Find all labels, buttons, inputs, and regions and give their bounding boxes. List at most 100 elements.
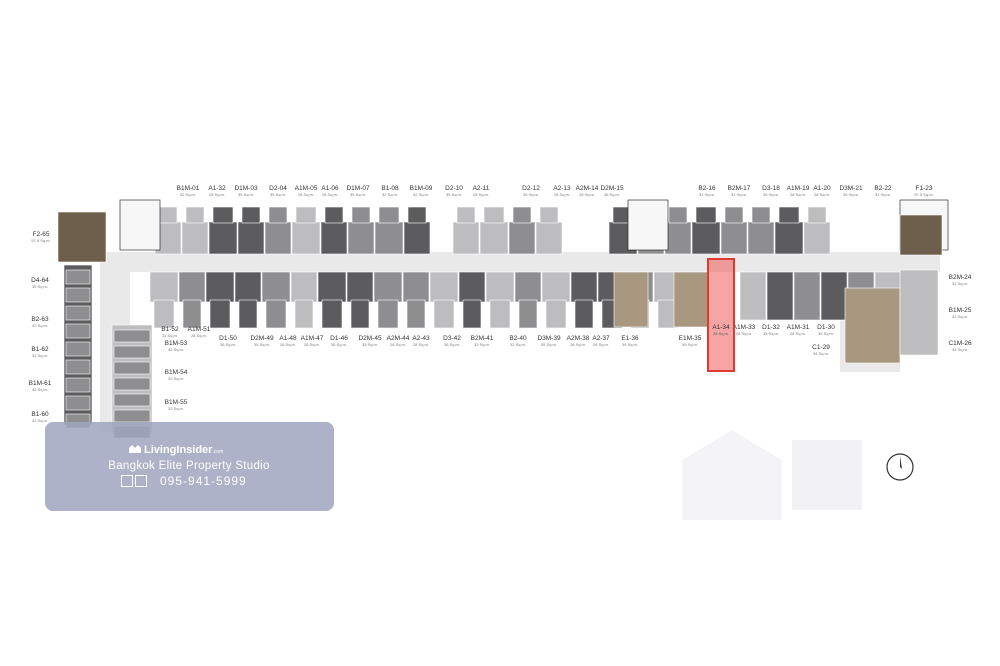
top-unit-block [403, 221, 431, 255]
unit-size: 35 Sq.m. [361, 342, 378, 347]
unit-code: D1-32 [762, 324, 780, 331]
unit-size: 28 Sq.m. [389, 342, 407, 347]
left-wing-unit [65, 269, 91, 285]
tan-unit-e1m-35 [673, 271, 709, 328]
unit-code: B1M-09 [409, 185, 433, 192]
unit-code: B1M-61 [28, 380, 52, 387]
top-unit-bay [751, 206, 771, 224]
bottom-unit-bay [238, 299, 258, 329]
unit-code: D2M-45 [358, 335, 382, 342]
bottom-unit-bay [321, 299, 343, 329]
left-wing-unit [113, 329, 151, 343]
unit-code: B1-52 [161, 326, 179, 333]
top-unit-bay [295, 206, 317, 224]
top-unit-block [347, 221, 375, 255]
unit-code: A2M-14 [575, 185, 599, 192]
bottom-unit-block [429, 271, 459, 303]
top-unit-bay [539, 206, 559, 224]
unit-size: 35 Sq.m. [349, 192, 366, 197]
unit-size: 32 Sq.m. [31, 418, 49, 423]
left-wing-unit [65, 395, 91, 411]
unit-code: D3-18 [762, 185, 780, 192]
highlighted-unit-code: A1-34 [712, 324, 730, 331]
unit-code: A1M-31 [786, 324, 810, 331]
unit-code: A1M-47 [300, 335, 324, 342]
top-unit-bay [807, 206, 827, 224]
right-unit-block [766, 271, 794, 321]
top-unit-block [720, 221, 748, 255]
left-wing-unit [113, 377, 151, 391]
corner-unit-f1-23 [899, 214, 943, 256]
left-wing-unit [65, 359, 91, 375]
highlighted-unit-size: 28 Sq.m. [712, 331, 730, 336]
ghost-shape [682, 430, 862, 520]
unit-code: E1-36 [621, 335, 639, 342]
unit-code: B2M-41 [470, 335, 494, 342]
unit-code: D3M-39 [537, 335, 561, 342]
watermark-brand: LivingInsider.com [144, 444, 223, 456]
unit-code: B2-22 [874, 185, 892, 192]
top-unit-block [320, 221, 348, 255]
unit-code: D4-64 [31, 277, 49, 284]
bottom-unit-bay [377, 299, 399, 329]
unit-code: A2M-38 [566, 335, 590, 342]
bottom-unit-block [458, 271, 486, 303]
unit-size: 35 Sq.m. [253, 342, 270, 347]
unit-code: D1M-03 [234, 185, 258, 192]
unit-size: 35 Sq.m. [330, 342, 347, 347]
watermark-phone: 095-941-5999 [160, 474, 247, 488]
unit-size: 32 Sq.m. [31, 353, 49, 358]
right-tan-unit [844, 287, 901, 364]
top-unit-block [747, 221, 775, 255]
unit-size: 28 Sq.m. [789, 192, 807, 197]
top-unit-bay [483, 206, 505, 224]
right-unit-block [793, 271, 821, 321]
unit-code: B1M-25 [948, 307, 972, 314]
left-wing-unit [113, 409, 151, 423]
unit-code: B1M-01 [176, 185, 200, 192]
bottom-unit-block [346, 271, 374, 303]
unit-size: 35 Sq.m. [443, 342, 460, 347]
unit-code: D2M-49 [250, 335, 274, 342]
unit-size: 32 Sq.m. [161, 333, 179, 338]
top-unit-bay [668, 206, 688, 224]
unit-code: B1-62 [31, 346, 49, 353]
unit-code: A2-11 [472, 185, 490, 192]
unit-size: 35 Sq.m. [842, 192, 859, 197]
left-wing-unit [65, 377, 91, 393]
unit-code: B1M-54 [164, 369, 188, 376]
top-unit-bay [185, 206, 205, 224]
unit-size: 28 Sq.m. [472, 192, 489, 197]
highlighted-unit[interactable] [707, 258, 735, 372]
unit-code: D2-10 [445, 185, 463, 192]
unit-code: A1-48 [279, 335, 297, 342]
far-right-unit [899, 269, 939, 356]
top-unit-block [535, 221, 563, 255]
bottom-unit-bay [574, 299, 594, 329]
top-unit-block [291, 221, 321, 255]
unit-code: A1-20 [813, 185, 831, 192]
unit-size: 28 Sq.m. [190, 333, 208, 338]
corner-unit-f2-65 [57, 211, 107, 263]
